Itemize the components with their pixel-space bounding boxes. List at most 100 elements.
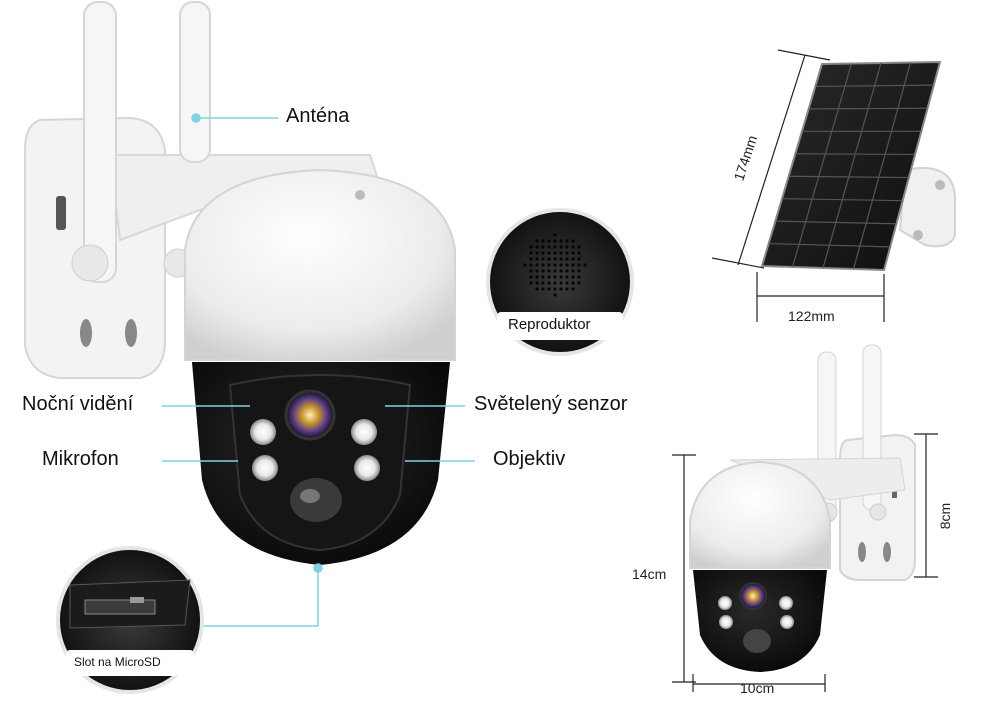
speaker-grille-hole xyxy=(583,263,587,267)
speaker-grille-hole xyxy=(577,263,581,267)
speaker-grille-hole xyxy=(541,281,545,285)
speaker-grille-hole xyxy=(577,275,581,279)
speaker-grille-hole xyxy=(571,281,575,285)
speaker-grille-hole xyxy=(571,245,575,249)
speaker-grille-hole xyxy=(571,251,575,255)
speaker-grille-hole xyxy=(577,281,581,285)
panel-width-dimension: 122mm xyxy=(788,308,835,324)
speaker-grille-hole xyxy=(529,263,533,267)
speaker-grille-hole xyxy=(529,245,533,249)
speaker-grille-hole xyxy=(535,275,539,279)
speaker-grille-hole xyxy=(559,239,563,243)
panel-cell-divider xyxy=(795,153,916,156)
speaker-grille-hole xyxy=(565,275,569,279)
speaker-grille-hole xyxy=(565,251,569,255)
speaker-grille-hole xyxy=(547,263,551,267)
speaker-grille-hole xyxy=(529,281,533,285)
speaker-grille-hole xyxy=(565,269,569,273)
leader-lines xyxy=(162,113,475,627)
speaker-grille-hole xyxy=(565,245,569,249)
panel-cell-divider xyxy=(791,63,853,268)
speaker-grille-hole xyxy=(547,245,551,249)
speaker-grille-hole xyxy=(541,287,545,291)
speaker-grille-hole xyxy=(571,269,575,273)
speaker-grille-hole xyxy=(559,269,563,273)
panel-cell-divider xyxy=(768,242,891,248)
speaker-grille-hole xyxy=(577,245,581,249)
camera-height-dimension: 14cm xyxy=(632,566,667,582)
speaker-inset xyxy=(486,208,634,356)
speaker-grille-hole xyxy=(535,263,539,267)
microphone-label: Mikrofon xyxy=(42,448,119,470)
speaker-grille-hole xyxy=(535,269,539,273)
speaker-grille-hole xyxy=(553,257,557,261)
panel-cell-divider xyxy=(808,107,928,110)
speaker-grille-hole xyxy=(541,257,545,261)
speaker-grille-hole xyxy=(541,239,545,243)
small-camera xyxy=(672,344,938,692)
speaker-grille-hole xyxy=(547,239,551,243)
speaker-grille-hole xyxy=(565,263,569,267)
mount-height-dimension: 8cm xyxy=(937,502,954,530)
panel-cell-divider xyxy=(775,220,897,225)
speaker-grille-hole xyxy=(541,269,545,273)
speaker-grille-hole xyxy=(571,287,575,291)
speaker-grille-hole xyxy=(529,269,533,273)
speaker-grille-hole xyxy=(553,293,557,297)
speaker-grille-hole xyxy=(571,275,575,279)
speaker-grille-hole xyxy=(529,257,533,261)
speaker-grille-hole xyxy=(547,287,551,291)
speaker-grille-hole xyxy=(553,239,557,243)
speaker-grille-hole xyxy=(559,275,563,279)
speaker-grille-hole xyxy=(559,287,563,291)
speaker-grille-hole xyxy=(559,257,563,261)
speaker-grille-hole xyxy=(547,257,551,261)
speaker-grille-hole xyxy=(565,287,569,291)
speaker-grille-hole xyxy=(553,263,557,267)
speaker-grille-hole xyxy=(541,263,545,267)
speaker-grille-hole xyxy=(565,239,569,243)
speaker-grille-hole xyxy=(535,281,539,285)
speaker-grille-hole xyxy=(529,251,533,255)
speaker-grille-hole xyxy=(577,257,581,261)
speaker-grille-hole xyxy=(535,245,539,249)
speaker-grille-hole xyxy=(553,269,557,273)
speaker-grille-hole xyxy=(547,275,551,279)
speaker-grille-hole xyxy=(547,281,551,285)
speaker-grille-hole xyxy=(553,251,557,255)
main-camera xyxy=(24,1,456,565)
panel-cell-divider xyxy=(815,84,934,88)
night-vision-label: Noční vidění xyxy=(22,393,134,415)
speaker-grille-hole xyxy=(541,245,545,249)
speaker-grille-hole xyxy=(577,269,581,273)
speaker-grille-hole xyxy=(571,263,575,267)
speaker-label: Reproduktor xyxy=(508,316,591,333)
solar-panel xyxy=(711,49,956,322)
speaker-grille-hole xyxy=(553,245,557,249)
speaker-grille-hole xyxy=(553,275,557,279)
panel-cell-divider xyxy=(822,62,882,269)
speaker-grille-hole xyxy=(577,251,581,255)
lens-label: Objektiv xyxy=(493,448,566,470)
speaker-grille-hole xyxy=(529,275,533,279)
speaker-grille-hole xyxy=(565,257,569,261)
speaker-grille-hole xyxy=(535,257,539,261)
speaker-grille-hole xyxy=(559,263,563,267)
microsd-slot-label: Slot na MicroSD xyxy=(74,655,161,669)
speaker-grille-hole xyxy=(559,281,563,285)
speaker-grille-hole xyxy=(571,239,575,243)
panel-cell-divider xyxy=(852,62,912,270)
speaker-grille-hole xyxy=(547,251,551,255)
speaker-grille-hole xyxy=(535,251,539,255)
speaker-grille-hole xyxy=(547,269,551,273)
microsd-inset xyxy=(56,546,204,694)
speaker-grille-hole xyxy=(535,287,539,291)
panel-cell-divider xyxy=(781,198,903,202)
speaker-grille-hole xyxy=(523,263,527,267)
speaker-grille-hole xyxy=(553,281,557,285)
speaker-grille-hole xyxy=(535,239,539,243)
speaker-grille-hole xyxy=(565,281,569,285)
antenna-label: Anténa xyxy=(286,105,350,127)
speaker-grille-hole xyxy=(541,275,545,279)
